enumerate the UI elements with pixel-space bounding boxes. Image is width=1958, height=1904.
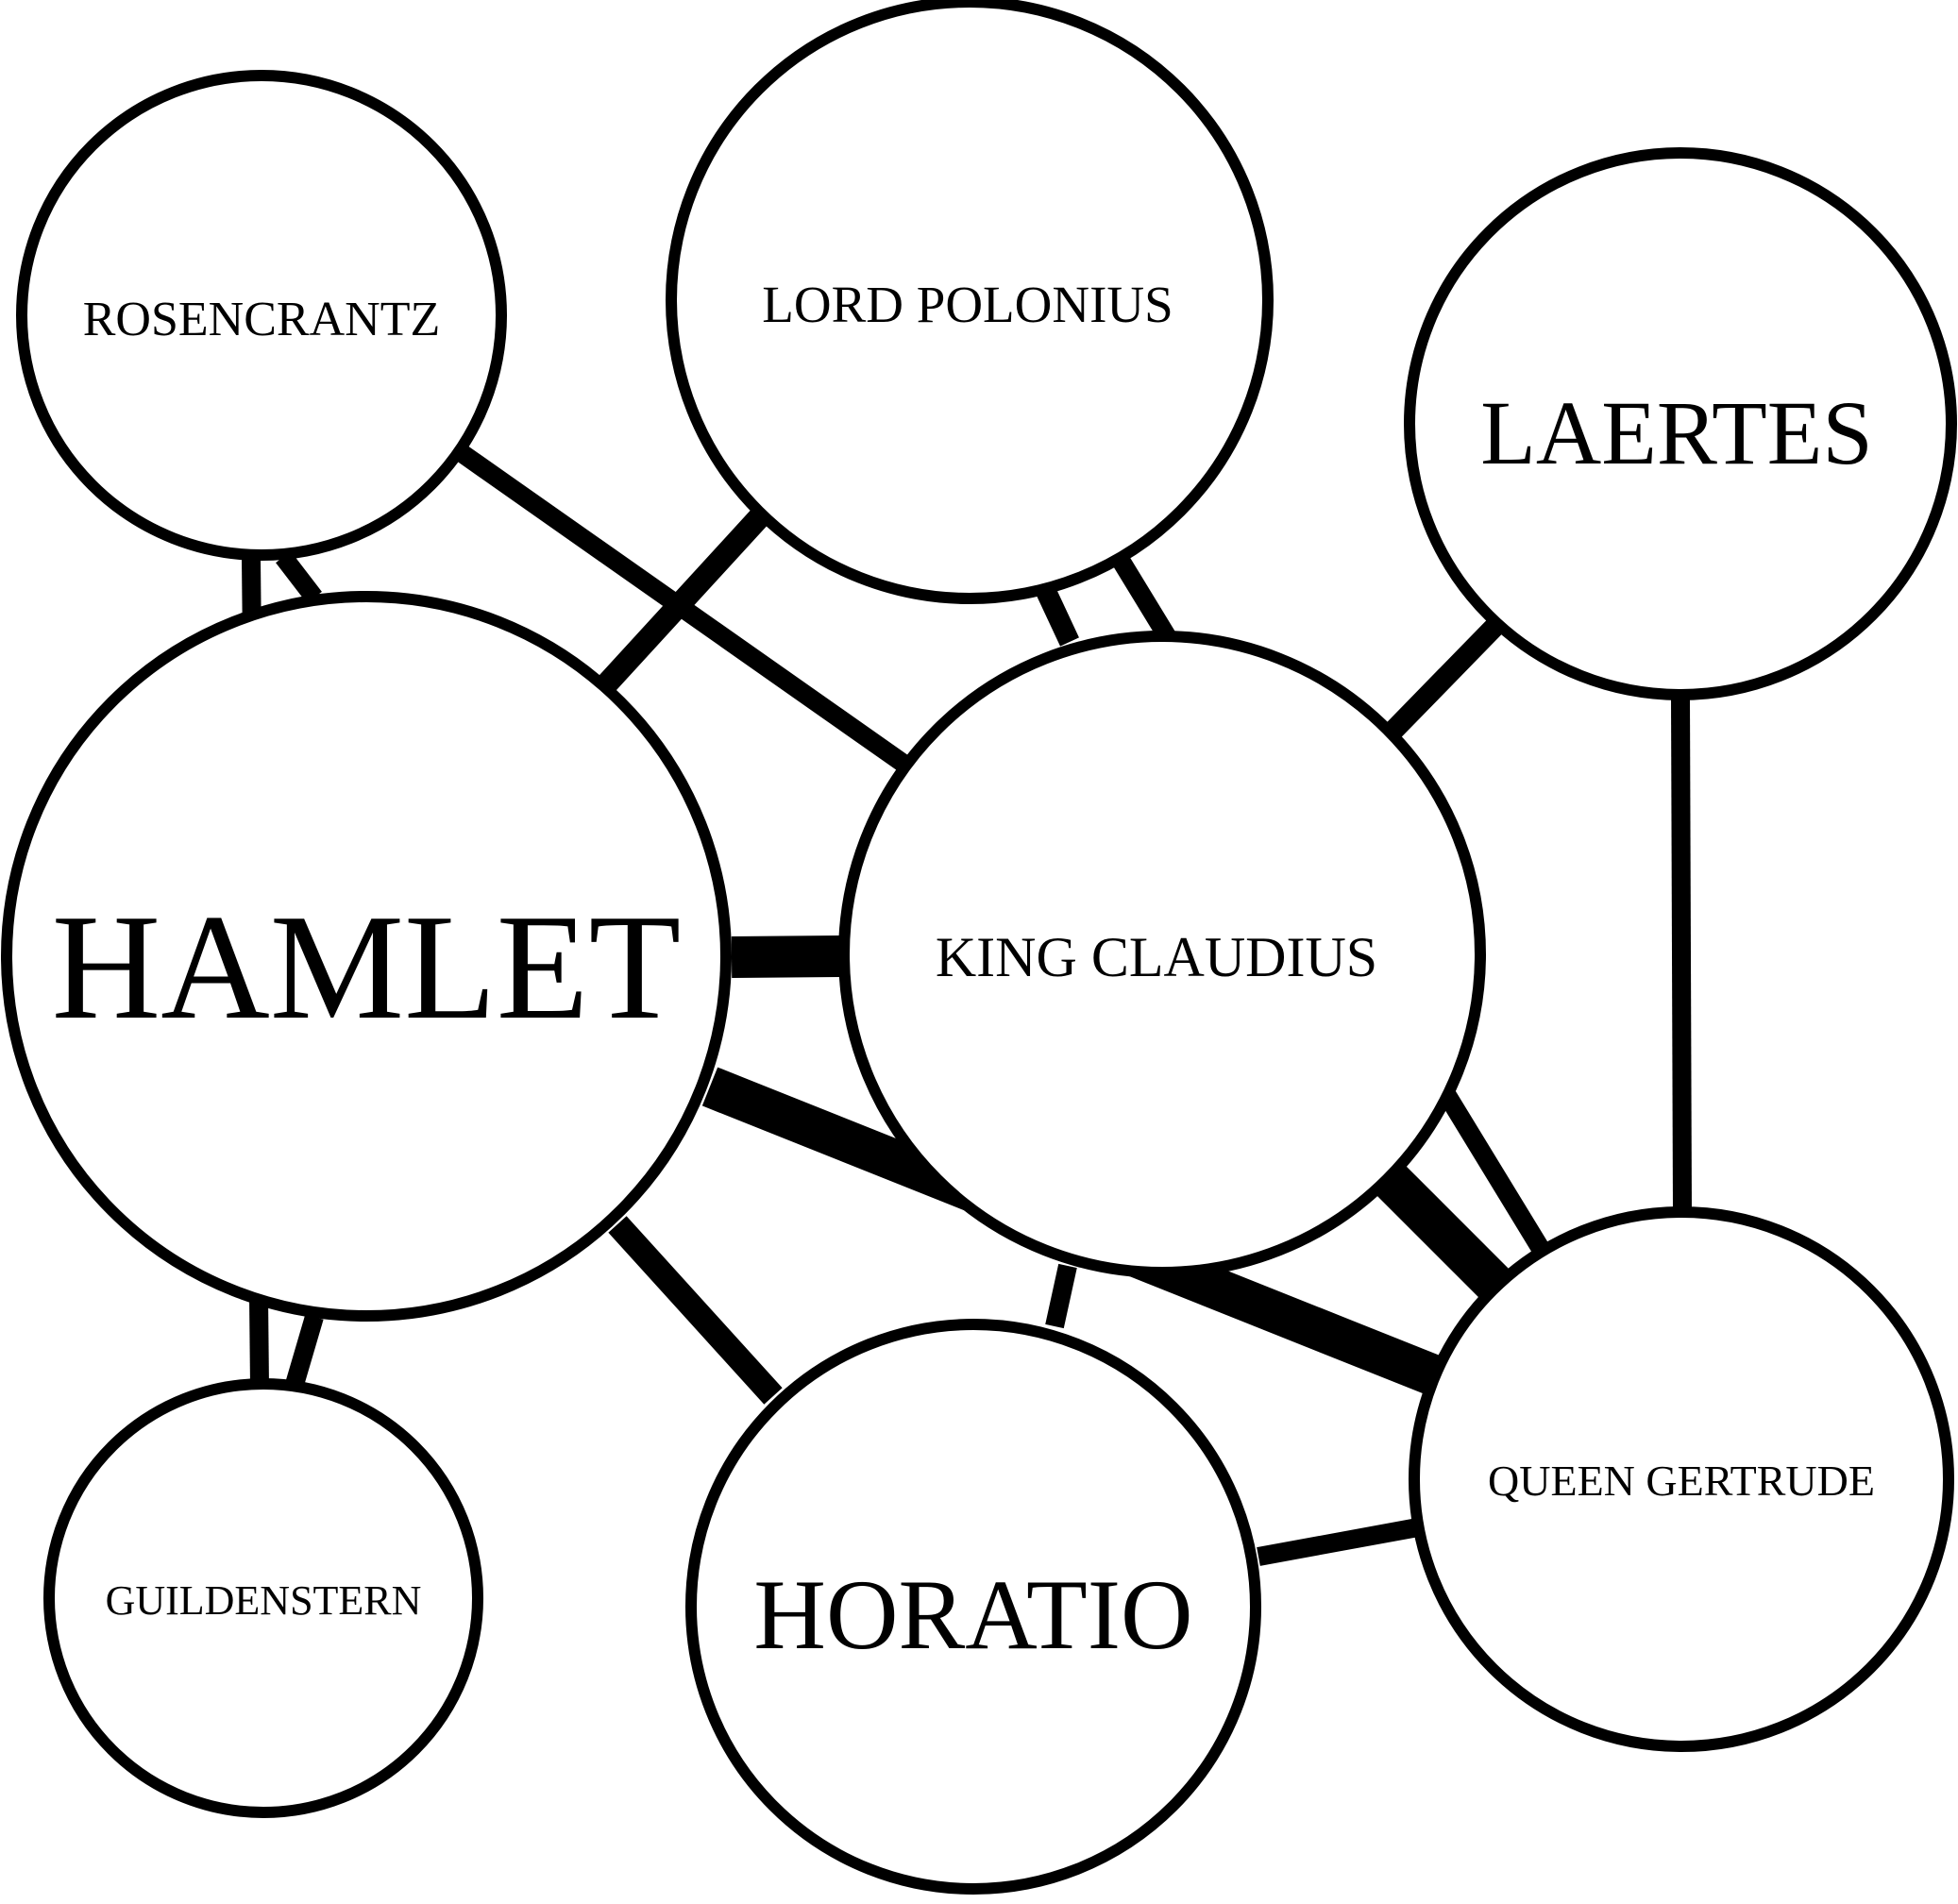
edge-polonius-hamlet bbox=[580, 505, 771, 713]
node-hamlet: HAMLET bbox=[1, 591, 732, 1322]
node-circle-hamlet bbox=[1, 591, 732, 1322]
node-circle-gertrude bbox=[1409, 1206, 1954, 1752]
node-circle-polonius bbox=[666, 0, 1274, 604]
node-label-gertrude: QUEEN GERTRUDE bbox=[1488, 1457, 1875, 1505]
node-rosencrantz: ROSENCRANTZ bbox=[16, 70, 507, 561]
node-label-guildenstern: GUILDENSTERN bbox=[106, 1577, 422, 1624]
edge-claudius-horatio bbox=[1045, 1263, 1077, 1329]
node-guildenstern: GUILDENSTERN bbox=[43, 1378, 483, 1818]
node-circle-laertes bbox=[1404, 147, 1957, 700]
node-polonius: LORD POLONIUS bbox=[666, 0, 1274, 604]
node-horatio: HORATIO bbox=[685, 1319, 1261, 1895]
node-label-rosencrantz: ROSENCRANTZ bbox=[83, 293, 440, 346]
node-gertrude: QUEEN GERTRUDE bbox=[1409, 1206, 1954, 1752]
edge-claudius-gertrude bbox=[1374, 1163, 1528, 1318]
node-circle-claudius bbox=[838, 631, 1486, 1278]
edge-hamlet-horatio bbox=[608, 1216, 783, 1405]
node-laertes: LAERTES bbox=[1404, 147, 1957, 700]
edge-hamlet-guildenstern bbox=[284, 1314, 324, 1390]
node-label-claudius: KING CLAUDIUS bbox=[936, 926, 1377, 988]
node-label-hamlet: HAMLET bbox=[52, 883, 682, 1051]
edge-horatio-gertrude bbox=[1257, 1518, 1420, 1566]
node-circle-guildenstern bbox=[43, 1378, 483, 1818]
edge-rosencrantz-hamlet bbox=[276, 550, 322, 604]
node-circle-rosencrantz bbox=[16, 70, 507, 561]
node-label-horatio: HORATIO bbox=[753, 1559, 1192, 1670]
edge-laertes-gertrude bbox=[1671, 696, 1692, 1212]
node-label-polonius: LORD POLONIUS bbox=[762, 276, 1173, 333]
edge-polonius-claudius bbox=[1034, 581, 1079, 647]
node-label-laertes: LAERTES bbox=[1480, 382, 1873, 483]
edge-hamlet-claudius bbox=[731, 935, 842, 978]
node-circle-horatio bbox=[685, 1319, 1261, 1895]
edge-laertes-claudius bbox=[1379, 616, 1505, 745]
node-claudius: KING CLAUDIUS bbox=[838, 631, 1486, 1278]
